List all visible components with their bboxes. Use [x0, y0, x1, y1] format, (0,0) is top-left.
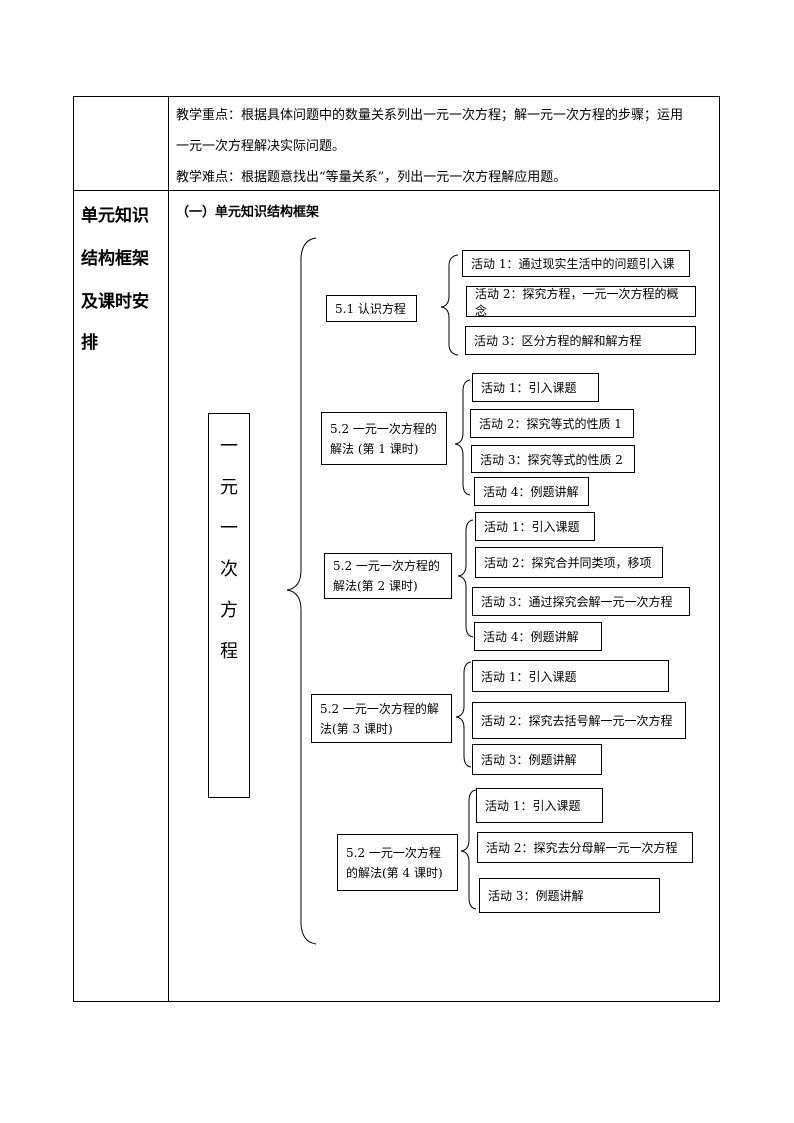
root-char-1: 一	[220, 436, 238, 457]
section-title-line-1: 单元知识	[81, 206, 149, 226]
lesson-2-activity-3: 活动 3：探究等式的性质 2	[471, 445, 635, 473]
table-row-divider	[73, 190, 720, 191]
lesson-4-box: 5.2 一元一次方程的解法(第 3 课时)	[311, 694, 452, 743]
lesson-3-brace	[457, 519, 474, 638]
lesson-3-activity-1: 活动 1：引入课题	[475, 512, 595, 541]
lesson-4-activity-2: 活动 2：探究去括号解一元一次方程	[472, 702, 686, 739]
teaching-focus-line-2: 一元一次方程解决实际问题。	[176, 139, 346, 154]
section-title-line-2: 结构框架	[81, 249, 149, 269]
lesson-5-activity-1: 活动 1：引入课题	[476, 788, 603, 823]
lesson-5-brace	[460, 789, 477, 910]
table-border-right	[719, 96, 720, 1002]
framework-subtitle: （一）单元知识结构框架	[176, 205, 320, 220]
section-title-line-3: 及课时安	[81, 292, 149, 312]
main-brace	[286, 237, 317, 945]
lesson-5-box: 5.2 一元一次方程的解法(第 4 课时)	[337, 834, 458, 891]
lesson-4-activity-1: 活动 1：引入课题	[472, 660, 669, 692]
root-char-5: 方	[220, 600, 238, 621]
lesson-3-activity-2: 活动 2：探究合并同类项，移项	[475, 547, 663, 578]
root-char-6: 程	[220, 641, 238, 662]
lesson-3-activity-4: 活动 4：例题讲解	[474, 622, 602, 651]
table-border-left	[73, 96, 74, 1002]
lesson-2-brace	[454, 379, 471, 496]
lesson-3-activity-3: 活动 3：通过探究会解一元一次方程	[472, 587, 690, 616]
table-border-top	[73, 96, 720, 97]
lesson-5-activity-2: 活动 2：探究去分母解一元一次方程	[477, 832, 693, 863]
teaching-focus-line-1: 教学重点：根据具体问题中的数量关系列出一元一次方程；解一元一次方程的步骤；运用	[176, 108, 684, 123]
lesson-5-activity-3: 活动 3：例题讲解	[479, 878, 660, 913]
lesson-4-brace	[455, 661, 472, 768]
table-column-divider	[168, 96, 169, 1002]
lesson-3-box: 5.2 一元一次方程的解法(第 2 课时)	[324, 553, 452, 599]
root-char-4: 次	[220, 559, 238, 580]
lesson-2-activity-1: 活动 1：引入课题	[472, 373, 599, 402]
lesson-4-activity-3: 活动 3：例题讲解	[472, 744, 602, 775]
section-title-line-4: 排	[81, 333, 98, 353]
root-char-3: 一	[220, 518, 238, 539]
lesson-1-activity-2: 活动 2：探究方程，一元一次方程的概念	[466, 286, 696, 318]
table-border-bottom	[73, 1001, 720, 1002]
lesson-2-activity-4: 活动 4：例题讲解	[474, 477, 589, 506]
root-char-2: 元	[220, 477, 238, 498]
lesson-1-activity-3: 活动 3：区分方程的解和解方程	[465, 326, 696, 355]
lesson-2-box: 5.2 一元一次方程的解法 (第 1 课时)	[321, 412, 447, 465]
root-topic-box: 一 元 一 次 方 程	[208, 413, 250, 798]
teaching-difficulty: 教学难点：根据题意找出“等量关系”，列出一元一次方程解应用题。	[176, 170, 567, 185]
lesson-1-activity-1: 活动 1：通过现实生活中的问题引入课	[462, 250, 690, 277]
lesson-2-activity-2: 活动 2：探究等式的性质 1	[470, 409, 634, 438]
lesson-1-box: 5.1 认识方程	[326, 295, 417, 322]
lesson-1-brace	[440, 254, 459, 356]
